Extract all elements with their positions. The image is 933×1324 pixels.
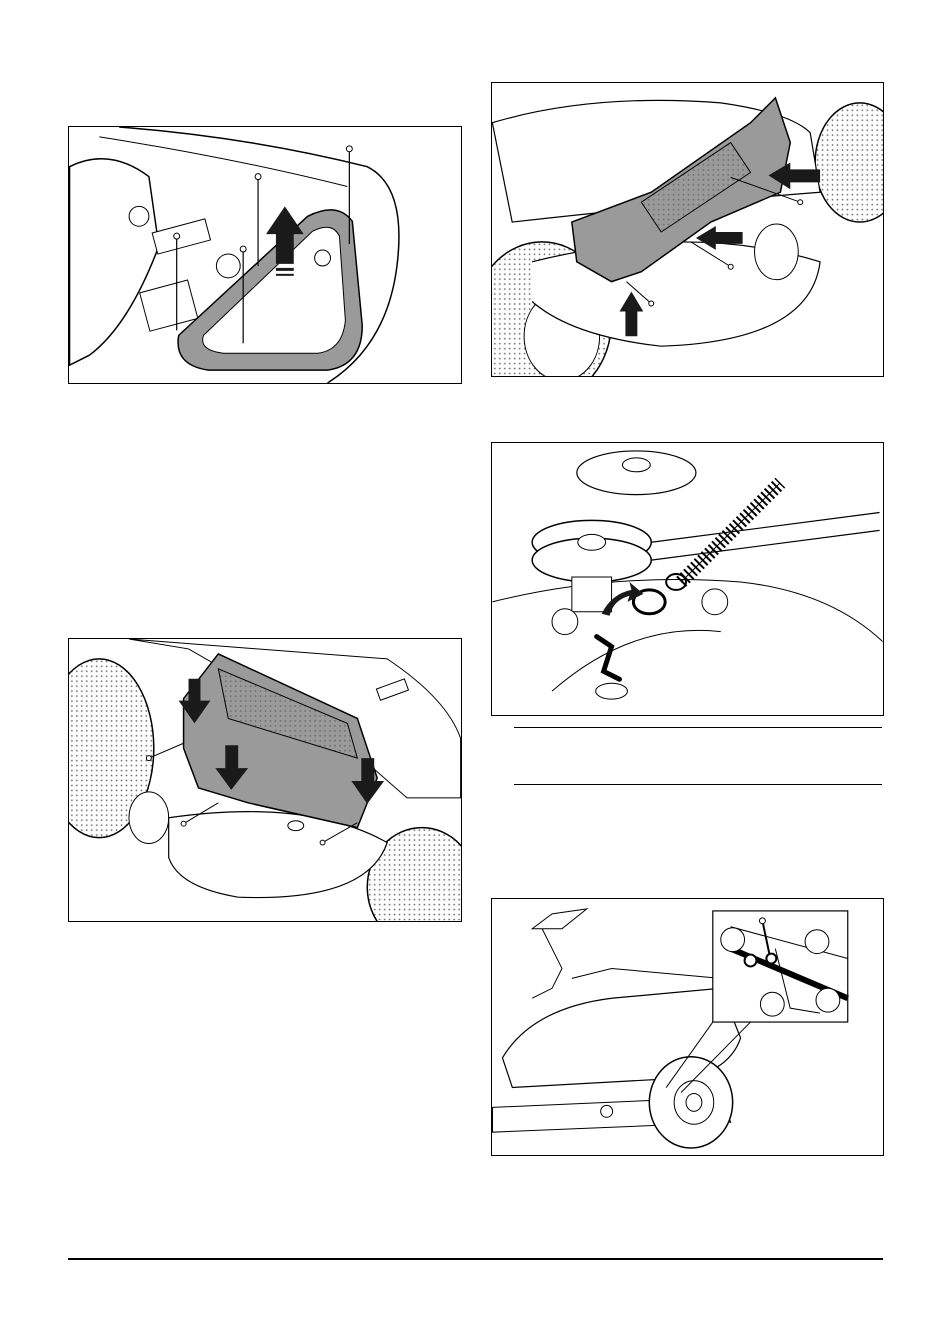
note-rule-top [514, 727, 882, 728]
figure-rear-cover-removal [491, 82, 884, 377]
illustration-belt-spring [492, 443, 883, 715]
illustration-top-cover [69, 127, 461, 383]
footer-rule [68, 1258, 883, 1260]
figure-deck-pin [491, 898, 884, 1156]
figure-top-cover-removal [68, 126, 462, 384]
tension-spring [681, 483, 780, 582]
note-rule-bottom [514, 784, 882, 785]
screw-icon [255, 174, 261, 266]
illustration-deck-pin [492, 899, 883, 1155]
illustration-cover-install [69, 639, 461, 921]
figure-cover-installation [68, 638, 462, 922]
figure-belt-spring [491, 442, 884, 716]
illustration-rear-cover [492, 83, 883, 376]
